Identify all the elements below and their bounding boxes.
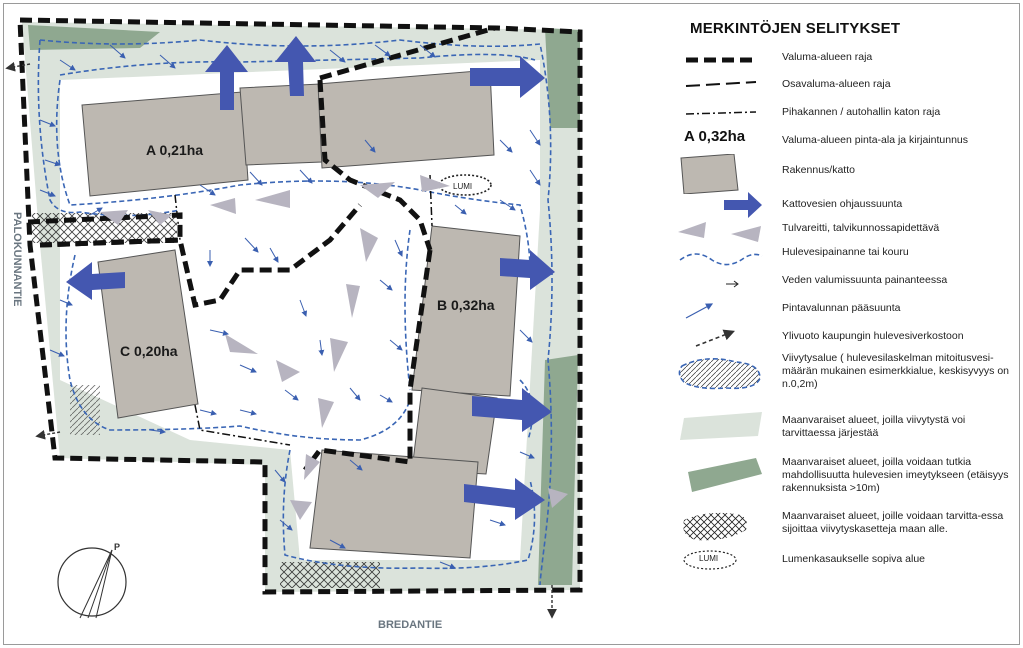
legend-item-roof-arrow: Kattovesien ohjaussuunta [676,190,1016,220]
legend-label: Ylivuoto kaupungin hulevesiverkostoon [782,330,964,342]
roof-arrow-icon [724,192,762,218]
buildings [81,69,521,559]
building-a [81,91,249,197]
building-icon [680,154,739,194]
roof-arrow [66,262,125,300]
green-area-border [22,22,580,592]
legend-item-deck-border: Pihakannen / autohallin katon raja [676,102,1016,126]
legend-label: Maanvaraiset alueet, joilla viivytystä v… [782,414,966,439]
snow-code: LUMI [699,554,719,563]
area-label-a: A 0,21ha [146,142,203,158]
legend-label: Kattovesien ohjaussuunta [782,198,903,210]
building-b [411,225,521,397]
building-a2 [239,83,323,166]
street-label-west: PALOKUNNANTIE [11,212,23,307]
legend-item-runoff-direction: Pintavalunnan pääsuunta [676,296,1016,322]
dark-green-area [545,28,580,128]
legend-label: Valuma-alueen raja [782,51,873,63]
overflow-arrows [5,61,557,619]
flood-routes [100,175,568,520]
flood-triangle-icon [678,222,761,242]
legend-item-snow: LUMI Lumenkasaukselle sopiva alue [676,548,1016,572]
light-green-area-icon [680,412,762,440]
area-label-b: B 0,32ha [437,297,495,313]
thin-arrow-icon [685,303,714,319]
legend-item-crosshatch: Maanvaraiset alueet, joille voidaan tarv… [676,508,1016,544]
legend-label: Maanvaraiset alueet, joille voidaan tarv… [782,510,1004,535]
roof-arrow [275,36,316,96]
legend-item-dark-green: Maanvaraiset alueet, joilla voidaan tutk… [676,454,1016,500]
subcatchment-border-b [303,249,433,472]
roof-arrow [470,56,545,98]
north-arrow-label: P [114,542,120,552]
legend-item-catchment-border: Valuma-alueen raja [676,46,1016,70]
legend-label: Maanvaraiset alueet, joilla voidaan tutk… [782,456,1009,494]
surface-runoff-arrows [39,44,541,569]
legend-label: Veden valumissuunta painanteessa [782,274,948,286]
subcatchment-border-c [39,203,362,308]
building-b3 [309,449,479,559]
roof-arrow [205,45,248,110]
legend-label: Pintavalunnan pääsuunta [782,302,901,314]
dark-green-area [28,25,160,50]
building-c [97,249,199,419]
catchment-boundaries [17,17,583,595]
roof-arrow [472,388,552,432]
retention-area-icon [678,358,761,390]
dash-dot-line-icon [685,111,757,115]
legend-item-area-code: A 0,32ha Valuma-alueen pinta-ala ja kirj… [676,128,1016,154]
legend-label: Osavaluma-alueen raja [782,78,891,90]
legend-item-retention-area: Viivytysalue ( hulevesilaskelman mitoitu… [676,352,1016,402]
legend-label: Viivytysalue ( hulevesilaskelman mitoitu… [782,352,1010,390]
swale-lines [37,39,553,586]
legend-label: Pihakannen / autohallin katon raja [782,106,941,118]
building-a3 [317,69,495,169]
subcatchment-border-a [27,25,496,251]
north-arrow: P [57,542,127,619]
legend-label: Lumenkasaukselle sopiva alue [782,553,926,565]
roof-water-arrows [66,36,555,520]
legend-item-subcatchment-border: Osavaluma-alueen raja [676,74,1016,98]
catchment-border [17,17,583,595]
legend-label: Rakennus/katto [782,164,855,176]
snow-label: LUMI [453,182,472,191]
legend-label: Tulvareitti, talvikunnossapidettävä [782,222,940,234]
dashed-line-icon [685,81,757,87]
swale-line-icon [679,253,763,266]
legend-item-light-green: Maanvaraiset alueet, joilla viivytystä v… [676,410,1016,446]
legend-item-flood-route: Tulvareitti, talvikunnossapidettävä [676,218,1016,244]
street-label-south: BREDANTIE [378,619,442,631]
crosshatch-area-icon [683,512,747,541]
area-label-c: C 0,20ha [120,343,178,359]
crosshatch-area [280,562,380,588]
thick-dashed-line-icon [686,57,756,63]
legend: MERKINTÖJEN SELITYKSET Valuma-alueen raj… [676,14,1016,644]
legend-item-swale: Hulevesipainanne tai kouru [676,244,1016,272]
legend-item-building: Rakennus/katto [676,154,1016,194]
deck-border [174,174,433,446]
roof-arrow [500,250,555,290]
snow-area-icon [683,550,737,570]
legend-label: Hulevesipainanne tai kouru [782,246,909,258]
legend-title: MERKINTÖJEN SELITYKSET [690,20,901,37]
small-arrow-icon [726,280,739,288]
dark-green-area-icon [688,458,762,492]
legend-label: Valuma-alueen pinta-ala ja kirjaintunnus [782,134,969,146]
stormwater-plan-map: A 0,21ha B 0,32ha C 0,20ha LUMI PALOKUNN… [5,17,583,631]
legend-item-overflow: Ylivuoto kaupungin hulevesiverkostoon [676,322,1016,350]
area-code-sample: A 0,32ha [684,128,746,145]
legend-item-swale-direction: Veden valumissuunta painanteessa [676,272,1016,296]
roof-arrow [464,478,545,520]
